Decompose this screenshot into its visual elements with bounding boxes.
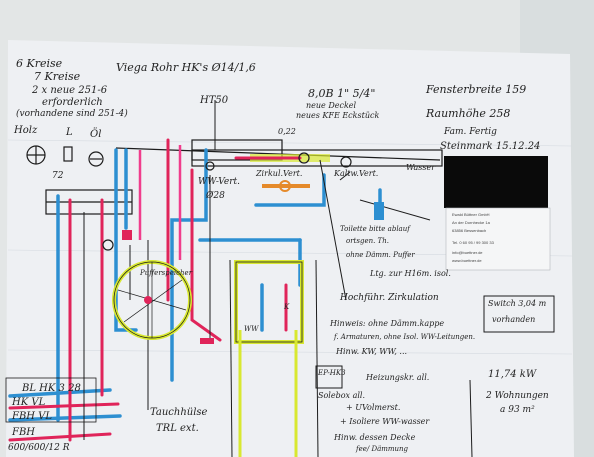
stamp-phone: Tel. 0 60 95 / 99 300 33	[452, 240, 494, 245]
redacted-block	[444, 156, 548, 208]
note-ht50: HT50	[200, 95, 229, 106]
note-fbh-vl: FBH VL	[12, 411, 53, 422]
note-neue-pumpen: 2 x neue 251-6	[32, 85, 108, 96]
note-steinmark: Steinmark 15.12.24	[440, 141, 541, 152]
switch-box	[483, 295, 555, 333]
note-erforderlich: erforderlich	[42, 97, 103, 108]
note-tauchhuelse: Tauchhülse	[150, 407, 208, 418]
note-hochfuehrung: Hochführ. Zirkulation	[340, 293, 439, 303]
note-ww-vert: WW-Vert.	[198, 177, 241, 187]
note-fensterbreite: Fensterbreite 159	[426, 83, 527, 96]
ink-lines	[83, 100, 473, 457]
bottom-left-box	[5, 377, 97, 423]
note-bottom-dim: 600/600/12 R	[8, 443, 70, 453]
note-hk-vl: HK VL	[12, 397, 46, 408]
note-wasser: Wasser	[406, 163, 436, 172]
note-orts-th: ortsgen. Th.	[346, 237, 389, 245]
note-ww-label: WW	[244, 325, 259, 333]
note-7-kreise: 7 Kreise	[34, 70, 81, 83]
note-ltg-iso: Ltg. zur H16m. isol.	[370, 269, 451, 278]
orange-pump	[262, 180, 310, 192]
note-solebox: Solebox all.	[318, 391, 366, 400]
stamp-street: An der Dornhecke 1a	[452, 220, 490, 225]
note-hinweis-3: Hinw. KW, WW, ...	[336, 347, 408, 356]
note-hinw-dach: Hinw. dessen Decke	[334, 433, 416, 442]
note-dia28: Ø28	[206, 191, 225, 201]
company-stamp-box	[445, 207, 551, 271]
pink-pipes	[138, 145, 182, 260]
note-vorhanden: vorhanden	[492, 315, 536, 324]
note-pipe-title: Viega Rohr HK's Ø14/1,6	[116, 61, 256, 74]
note-72: 72	[52, 171, 64, 181]
note-raumhoehe: Raumhöhe 258	[426, 107, 511, 120]
note-neues-kfe: neues KFE Eckstück	[296, 111, 380, 120]
note-bl-hk: BL HK 3 28	[22, 383, 81, 394]
note-6-kreise: 6 Kreise	[16, 57, 63, 70]
note-neue-deckel: neue Deckel	[306, 101, 357, 110]
note-oil: Öl	[90, 129, 102, 140]
note-pufferspeicher: Pufferspeicher	[140, 269, 193, 277]
ep-box	[315, 365, 343, 389]
stamp-email: info@buettner.de	[452, 250, 483, 255]
note-toiletten: Toilette bitte ablauf	[340, 225, 410, 233]
note-kw: 11,74 kW	[488, 369, 537, 380]
yellow-buffer-tank	[234, 260, 304, 457]
note-trl: TRL ext.	[156, 423, 199, 434]
yellow-boiler-circle	[112, 260, 192, 340]
note-k-label: K	[284, 303, 290, 311]
red-valves	[122, 230, 214, 344]
note-holz: Holz	[14, 125, 38, 136]
note-hinweis-1: Hinweis: ohne Dämm.kappe	[330, 319, 445, 328]
note-fuer-dach: fee/ Dämmung	[356, 445, 409, 453]
stamp-city: 63856 Bessenbach	[452, 228, 487, 233]
note-l: L	[66, 127, 73, 138]
note-zirk-vert: Zirkul.Vert.	[256, 169, 303, 178]
pump-symbols	[26, 145, 352, 251]
note-ep-box: EP-HK3	[318, 369, 346, 377]
note-hinweis-2: f. Armaturen, ohne Isol. WW-Leitungen.	[334, 333, 476, 341]
note-dim-top: 8,0B 1" 5/4"	[308, 87, 376, 100]
red-pipes	[8, 138, 302, 442]
note-vorhandene: (vorhandene sind 251-4)	[16, 109, 128, 119]
blue-valve	[374, 202, 384, 220]
note-switch: Switch 3,04 m	[488, 299, 547, 308]
note-wohnungen: 2 Wohnungen	[486, 391, 549, 401]
note-kaltw-vert: Kaltw.Vert.	[334, 169, 379, 178]
note-ohne-daemm: ohne Dämm. Puffer	[346, 251, 415, 259]
stamp-web: www.buettner.de	[452, 258, 482, 263]
note-familie: Fam. Fertig	[444, 127, 497, 137]
stamp-company: Ewald Büttner GmbH	[452, 212, 490, 217]
note-iso-wwasser: + Isoliere WW-wasser	[340, 417, 430, 426]
note-uv-kraft: + UVolmerst.	[346, 403, 401, 412]
note-flaeche: a 93 m²	[500, 405, 535, 415]
note-fbh: FBH	[12, 427, 36, 438]
note-heizkreis: Heizungskr. all.	[366, 373, 430, 382]
note-022: 0,22	[278, 127, 296, 136]
